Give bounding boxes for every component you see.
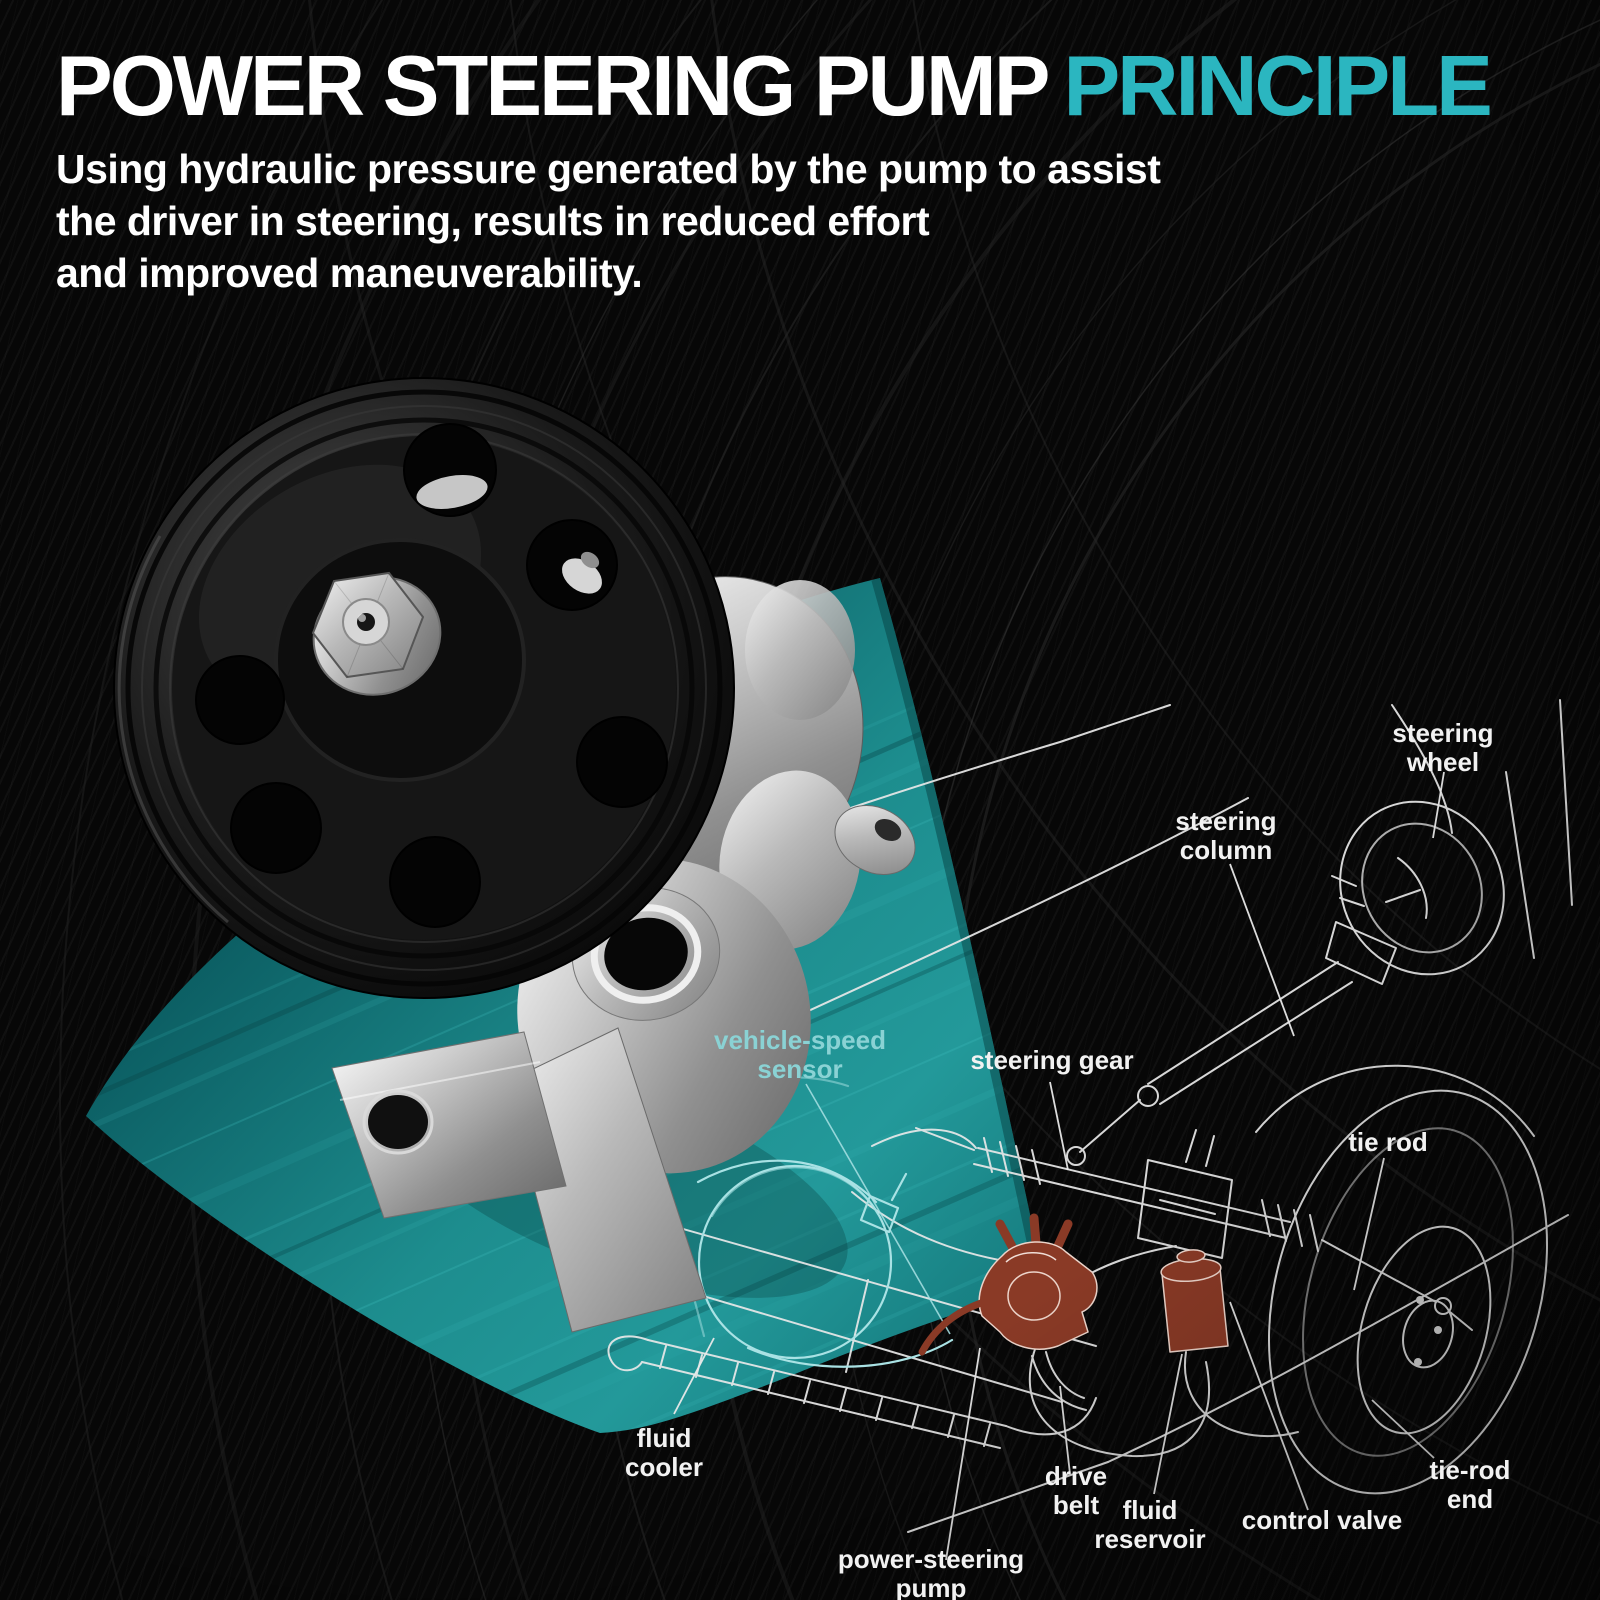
diagram-label-tie-rod: tie rod (1348, 1127, 1428, 1157)
pump-pulley (113, 377, 735, 999)
diagram-label-fluid-reservoir: fluid reservoir (1094, 1495, 1206, 1555)
title-main: POWER STEERING PUMP (56, 39, 1050, 134)
title-accent: PRINCIPLE (1063, 39, 1492, 134)
diagram-label-control-valve: control valve (1241, 1505, 1403, 1535)
diagram-label-vehicle-speed-sensor: vehicle-speed sensor (714, 1025, 886, 1085)
diagram-label-steering-column: steering column (1175, 806, 1277, 866)
diagram-label-fluid-cooler: fluid cooler (624, 1423, 704, 1483)
diagram-label-steering-wheel: steering wheel (1392, 718, 1494, 778)
diagram-label-power-steering-pump: power-steering pump (837, 1544, 1025, 1600)
diagram-label-tie-rod-end: tie-rod end (1429, 1455, 1511, 1515)
diagram-label-steering-gear: steering gear (970, 1045, 1134, 1075)
page-subtitle: Using hydraulic pressure generated by th… (56, 146, 1161, 297)
